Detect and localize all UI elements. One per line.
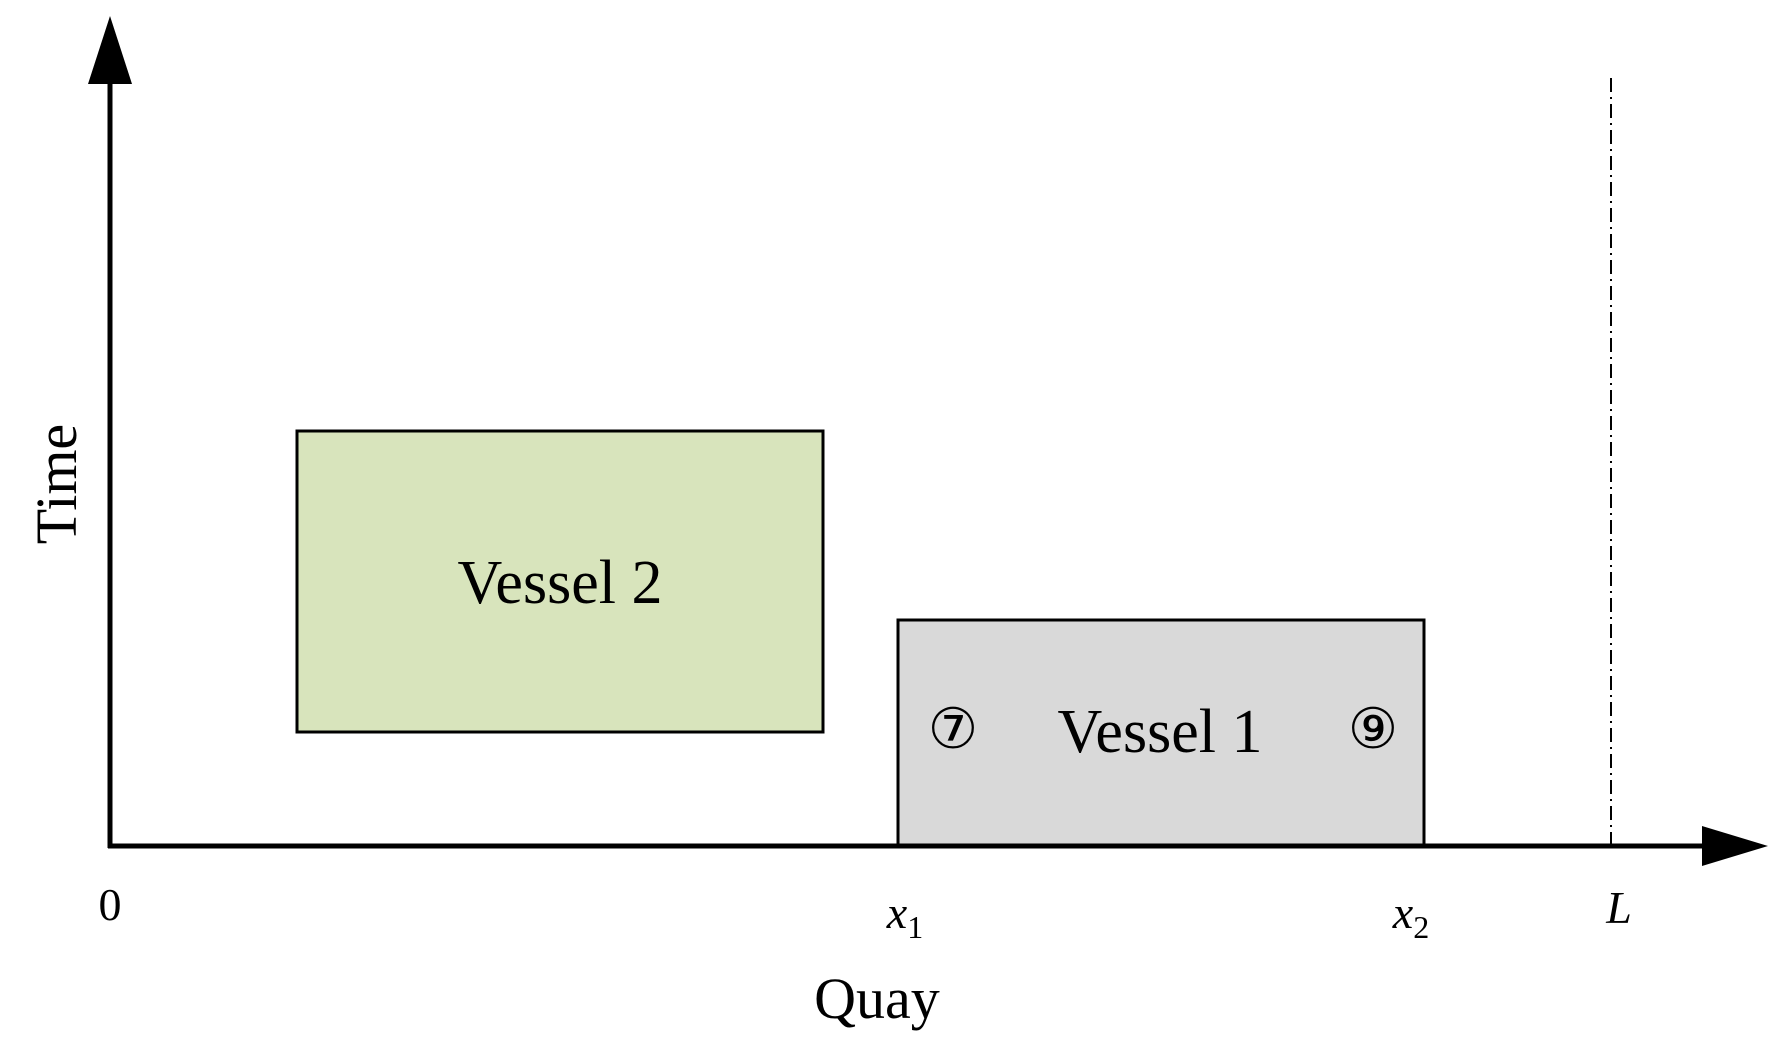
x2-label: x2 xyxy=(1392,887,1429,945)
vessel-1-left-marker: ⑦ xyxy=(928,699,978,761)
time-axis-title: Time xyxy=(24,424,89,544)
vessel-1-block xyxy=(896,618,1426,848)
vessel-2-block xyxy=(295,429,825,734)
x1-base: x xyxy=(886,887,908,938)
x1-subscript: 1 xyxy=(907,909,923,945)
quay-axis-arrowhead xyxy=(1702,826,1768,866)
x2-subscript: 2 xyxy=(1413,909,1429,945)
vessel-2-label: Vessel 2 xyxy=(458,549,663,617)
x2-base: x xyxy=(1392,887,1414,938)
x1-label: x1 xyxy=(886,887,923,945)
vessel-1-right-marker: ⑨ xyxy=(1348,699,1398,761)
vessel-1-label: Vessel 1 xyxy=(1058,698,1263,766)
time-axis-arrowhead xyxy=(88,16,132,84)
l-label: L xyxy=(1605,882,1632,933)
quay-axis-title: Quay xyxy=(814,966,940,1031)
origin-label: 0 xyxy=(99,879,122,930)
